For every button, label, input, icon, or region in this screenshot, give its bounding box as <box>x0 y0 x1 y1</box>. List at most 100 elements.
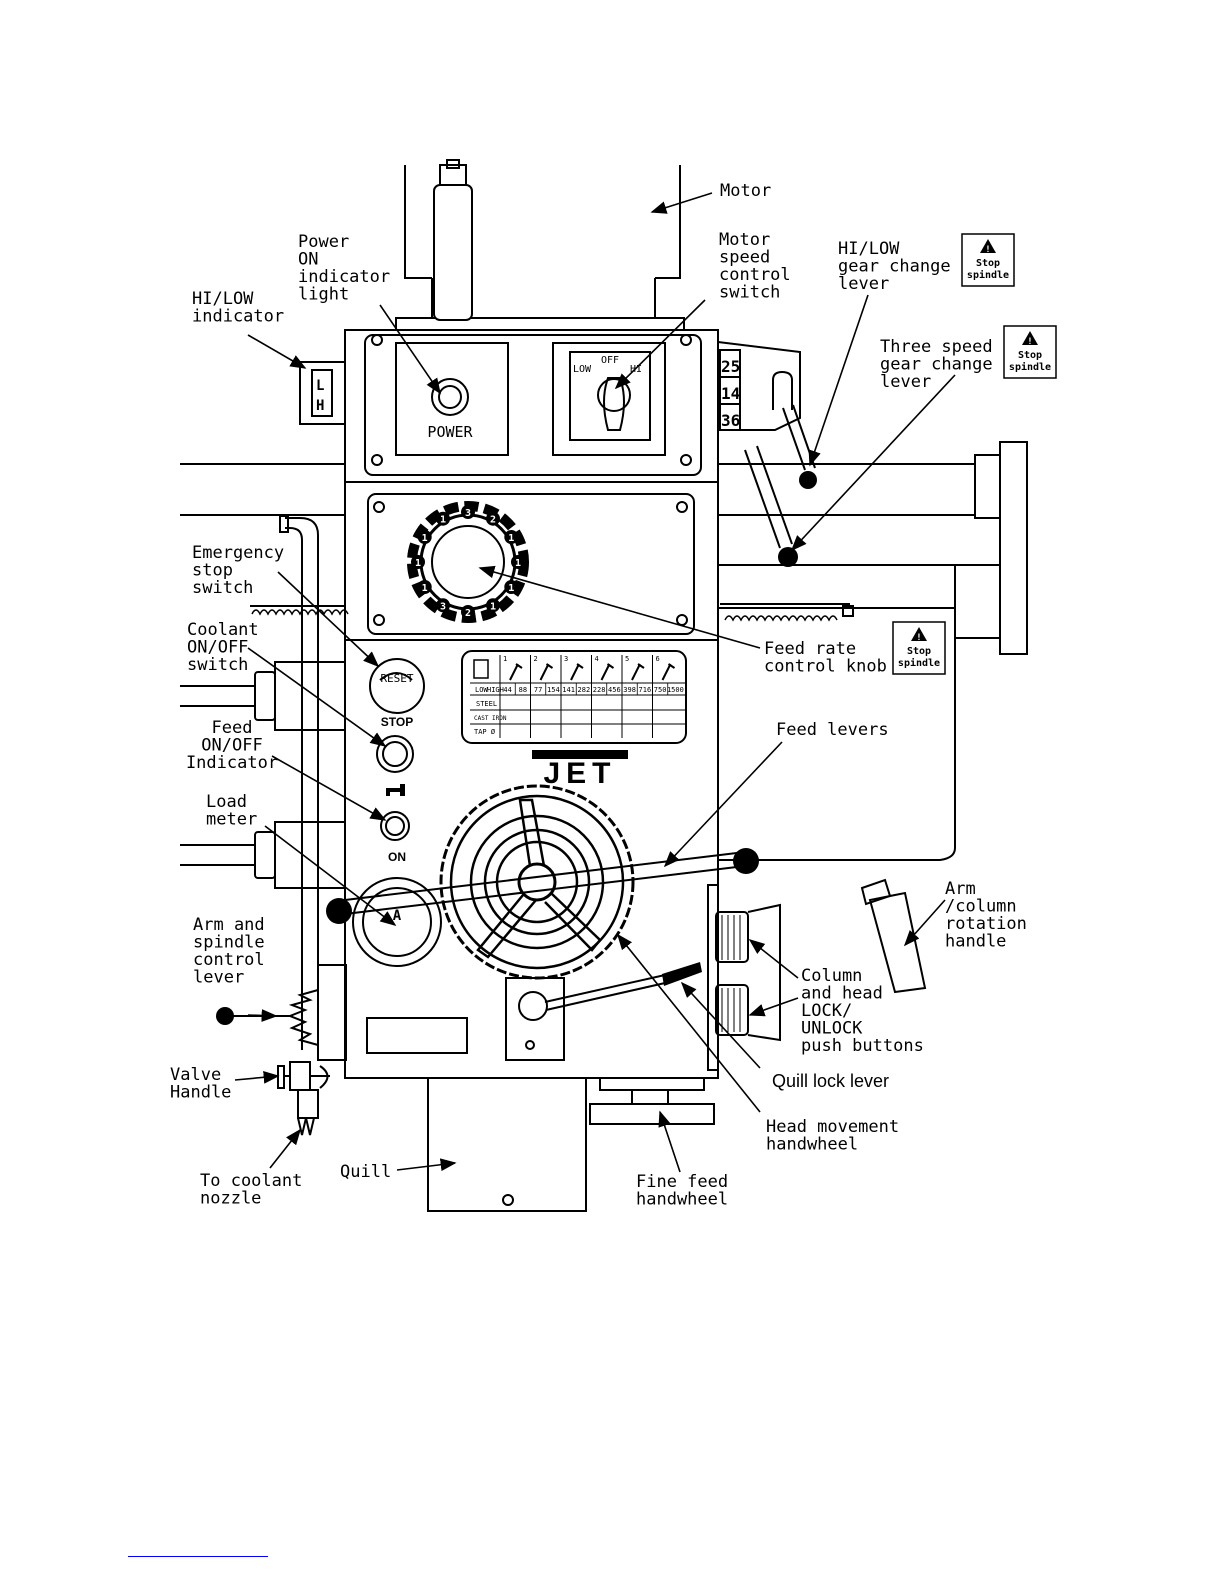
lever-position-icon <box>570 663 584 681</box>
badge-line1: Stop <box>907 646 931 657</box>
warning-triangle-icon <box>980 239 996 253</box>
speed-value: 716 <box>639 686 652 694</box>
dial-number: 1 <box>515 558 521 569</box>
arm-spindle-lever-knob <box>216 1007 234 1025</box>
svg-text:25: 25 <box>721 357 740 376</box>
motor <box>395 159 685 331</box>
feed-lever-knob-left <box>326 898 352 924</box>
coolant-faucet-icon <box>386 784 405 796</box>
speed-col-header: 3 <box>564 655 568 663</box>
lever-position-icon <box>509 663 523 681</box>
coolant-column <box>180 515 347 1136</box>
dial-number: 1 <box>422 533 428 544</box>
badge-line1: Stop <box>976 258 1000 269</box>
gear-icon <box>473 659 489 679</box>
badge-line1: Stop <box>1018 350 1042 361</box>
row-tap: TAP Ø <box>474 728 496 736</box>
lever-position-icon <box>539 663 554 681</box>
label-feed-levers: Feed levers <box>776 720 889 740</box>
speed-value: 154 <box>547 686 560 694</box>
speed-value: 88 <box>519 686 527 694</box>
svg-text:!: ! <box>916 633 921 643</box>
row-high: HIGH <box>487 686 504 694</box>
speed-value: 44 <box>503 686 511 694</box>
jet-logo: JET <box>532 750 628 790</box>
dial-number: 1 <box>422 583 428 594</box>
power-label: POWER <box>427 423 473 441</box>
dial-number: 1 <box>490 601 496 612</box>
label-quill-lock: Quill lock lever <box>772 1071 889 1091</box>
dial-number: 2 <box>490 515 496 526</box>
svg-text:36: 36 <box>721 411 740 430</box>
svg-text:!: ! <box>985 245 990 255</box>
row-low: LOW <box>475 686 488 694</box>
warning-triangle-icon <box>1022 331 1038 345</box>
badge-line2: spindle <box>967 269 1009 281</box>
speed-col-header: 2 <box>534 655 538 663</box>
footer-rule <box>128 1556 268 1557</box>
speed-value: 77 <box>534 686 542 694</box>
quill <box>427 1077 715 1212</box>
lever-position-icon <box>661 663 676 681</box>
svg-text:JET: JET <box>543 757 616 790</box>
lower-panel <box>352 658 565 1061</box>
indicator-H: H <box>316 398 324 414</box>
row-steel: STEEL <box>476 700 497 708</box>
speed-table <box>461 650 687 744</box>
hilow-lever-knob <box>799 471 817 489</box>
dial-number: 3 <box>440 601 446 612</box>
speed-col-header: 1 <box>503 655 507 663</box>
speed-col-header: 6 <box>656 655 660 663</box>
arm-column-rotation-handle <box>860 878 927 994</box>
top-panel <box>364 334 702 476</box>
speed-col-header: 5 <box>625 655 629 663</box>
quill-lock-lever <box>544 962 702 1011</box>
dial-number: 1 <box>508 533 514 544</box>
leader-arrows <box>234 192 956 1173</box>
svg-text:!: ! <box>1027 337 1032 347</box>
radial-arm <box>180 341 1028 861</box>
speed-value: 228 <box>593 686 606 694</box>
speed-value: 1500 <box>667 686 684 694</box>
reset-label: RESET <box>380 672 413 685</box>
label-quill: Quill <box>340 1162 391 1182</box>
lock-buttons <box>715 903 781 1042</box>
dial-number: 1 <box>415 558 421 569</box>
speed-value: 750 <box>654 686 667 694</box>
on-label: ON <box>388 850 406 864</box>
warning-triangle-icon <box>911 627 927 641</box>
lever-position-icon <box>631 663 645 681</box>
speed-col-header: 4 <box>595 655 599 663</box>
gear-numbers: 25 14 36 <box>721 357 740 430</box>
indicator-L: L <box>316 378 324 394</box>
badge-line2: spindle <box>898 657 940 669</box>
lever-position-icon <box>600 663 615 681</box>
badge-line2: spindle <box>1009 361 1051 373</box>
speed-value: 456 <box>608 686 621 694</box>
speed-value: 141 <box>562 686 575 694</box>
row-castiron: CAST IRON <box>474 715 507 722</box>
label-motor: Motor <box>720 181 771 201</box>
svg-text:14: 14 <box>721 384 740 403</box>
switch-low-label: LOW <box>573 364 592 375</box>
stop-label: STOP <box>381 715 413 729</box>
dial-number: 1 <box>508 583 514 594</box>
